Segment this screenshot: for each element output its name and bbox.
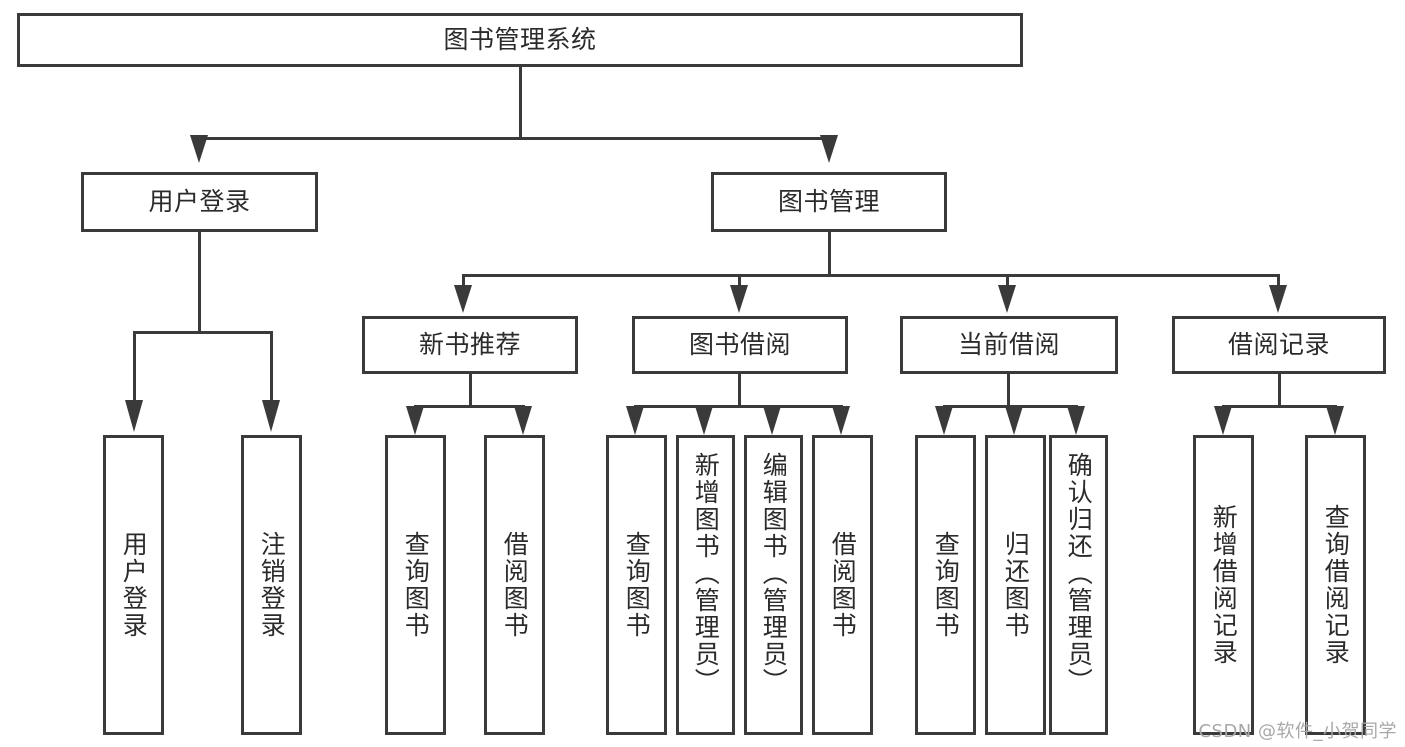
node-label: 图书管理系统 [443, 25, 597, 55]
arrowhead-bm-to-current-borrow [998, 285, 1016, 313]
node-label: 注销登录 [257, 531, 287, 639]
arrowhead-br-to-leaf-2 [1326, 406, 1344, 435]
leaf-return-book[interactable]: 归还图书 [985, 435, 1046, 735]
leaf-add-book-admin[interactable]: 新增图书（管理员） [676, 435, 735, 735]
arrowhead-cb-to-leaf-3 [1067, 406, 1085, 435]
node-label: 用户登录 [119, 531, 149, 639]
arrowhead-bb-to-leaf-4 [832, 406, 850, 435]
arrowhead-root-to-book-management [820, 135, 838, 163]
arrowhead-bm-to-borrow-record [1269, 285, 1287, 313]
arrowhead-bb-to-leaf-1 [626, 406, 644, 435]
leaf-logout[interactable]: 注销登录 [241, 435, 302, 735]
leaf-query-book-borrow[interactable]: 查询图书 [606, 435, 667, 735]
connector-bm-to-new-book [462, 274, 465, 290]
connector-borrow-record-stem [1278, 374, 1281, 407]
arrowhead-br-to-leaf-1 [1214, 406, 1232, 435]
node-label: 查询图书 [931, 531, 961, 639]
node-new-book-recommend[interactable]: 新书推荐 [362, 316, 578, 374]
node-user-login[interactable]: 用户登录 [81, 172, 318, 232]
connector-current-borrow-stem [1007, 374, 1010, 407]
node-label: 查询图书 [401, 531, 431, 639]
connector-borrow-record-bar [1222, 405, 1337, 408]
connector-user-login-to-leaf-2 [270, 331, 273, 403]
connector-book-management-bar [462, 274, 1280, 277]
leaf-confirm-return-admin[interactable]: 确认归还（管理员） [1049, 435, 1108, 735]
connector-new-book-stem [469, 374, 472, 407]
leaf-add-borrow-record[interactable]: 新增借阅记录 [1193, 435, 1254, 735]
connector-book-borrow-bar [634, 405, 843, 408]
leaf-query-borrow-record[interactable]: 查询借阅记录 [1305, 435, 1366, 735]
node-label: 查询图书 [622, 531, 652, 639]
node-label: 新增图书（管理员） [691, 452, 721, 695]
node-current-borrow[interactable]: 当前借阅 [900, 316, 1118, 374]
arrowhead-new-book-to-leaf-1 [406, 406, 424, 435]
arrowhead-bm-to-new-book [454, 285, 472, 313]
node-label: 新书推荐 [418, 330, 521, 360]
arrowhead-bb-to-leaf-3 [763, 406, 781, 435]
node-label: 编辑图书（管理员） [759, 452, 789, 695]
connector-new-book-bar [414, 405, 525, 408]
arrowhead-new-book-to-leaf-2 [514, 406, 532, 435]
connector-bm-to-borrow-record [1277, 274, 1280, 290]
connector-user-login-bar [133, 331, 273, 334]
connector-root-stem [519, 67, 522, 139]
leaf-edit-book-admin[interactable]: 编辑图书（管理员） [744, 435, 803, 735]
node-label: 新增借阅记录 [1209, 504, 1239, 666]
node-borrow-record[interactable]: 借阅记录 [1172, 316, 1386, 374]
arrowhead-bb-to-leaf-2 [695, 406, 713, 435]
arrowhead-root-to-user-login [190, 135, 208, 163]
node-label: 确认归还（管理员） [1064, 452, 1094, 695]
leaf-query-book-recommend[interactable]: 查询图书 [385, 435, 446, 735]
node-root-book-management-system[interactable]: 图书管理系统 [17, 13, 1023, 67]
leaf-borrow-book-recommend[interactable]: 借阅图书 [484, 435, 545, 735]
node-book-borrow[interactable]: 图书借阅 [632, 316, 848, 374]
node-label: 当前借阅 [957, 330, 1060, 360]
leaf-borrow-book[interactable]: 借阅图书 [812, 435, 873, 735]
node-book-management[interactable]: 图书管理 [711, 172, 947, 232]
connector-bm-to-book-borrow [738, 274, 741, 290]
node-label: 图书借阅 [688, 330, 791, 360]
watermark-text: CSDN @软件_小贺同学 [1198, 721, 1397, 742]
arrowhead-bm-to-book-borrow [730, 285, 748, 313]
connector-user-login-stem [198, 232, 201, 333]
arrowhead-user-login-to-leaf-2 [262, 400, 280, 432]
node-label: 借阅图书 [828, 531, 858, 639]
node-label: 图书管理 [777, 187, 880, 217]
arrowhead-user-login-to-leaf-1 [125, 400, 143, 432]
node-label: 借阅记录 [1227, 330, 1330, 360]
leaf-query-book-current[interactable]: 查询图书 [915, 435, 976, 735]
arrowhead-cb-to-leaf-2 [1005, 406, 1023, 435]
connector-book-management-stem [828, 232, 831, 276]
node-label: 归还图书 [1001, 531, 1031, 639]
node-label: 用户登录 [148, 187, 251, 217]
connector-bm-to-current-borrow [1006, 274, 1009, 290]
connector-user-login-to-leaf-1 [133, 331, 136, 403]
arrowhead-cb-to-leaf-1 [935, 406, 953, 435]
node-label: 查询借阅记录 [1321, 504, 1351, 666]
connector-book-borrow-stem [738, 374, 741, 407]
node-label: 借阅图书 [500, 531, 530, 639]
connector-root-bar [198, 137, 831, 140]
leaf-user-login[interactable]: 用户登录 [103, 435, 164, 735]
